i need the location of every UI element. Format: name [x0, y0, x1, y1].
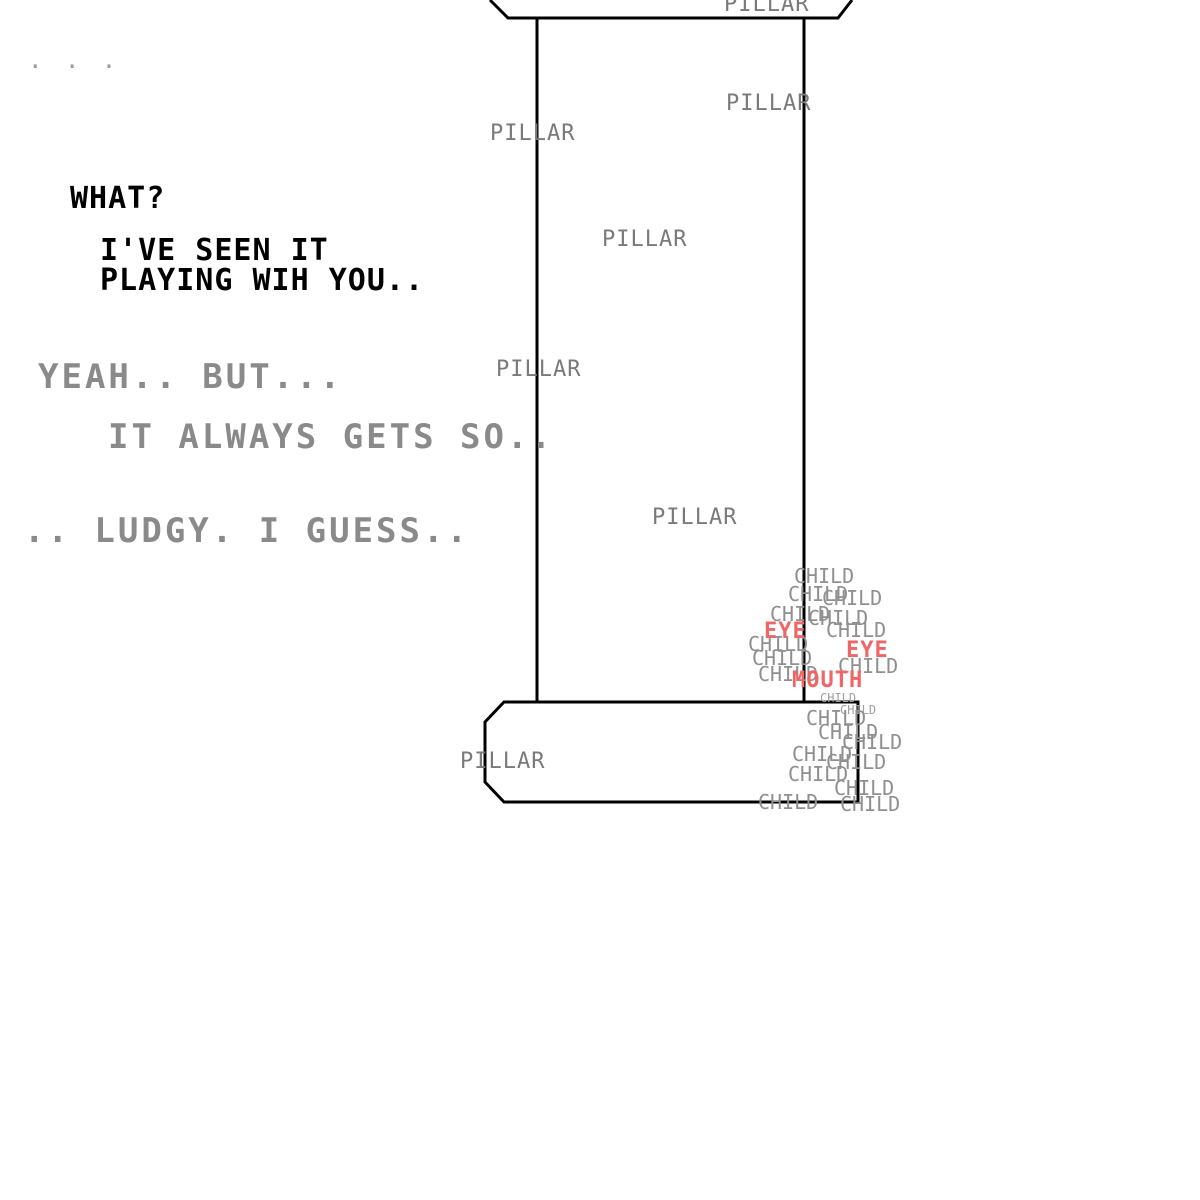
pillar-label: PILLAR [460, 749, 546, 774]
ludgy-text: .. LUDGY. I GUESS.. [24, 511, 470, 551]
child-label: CHILD [758, 662, 819, 686]
child-label: CHILD [842, 730, 903, 754]
child-label: CHILD [840, 703, 877, 717]
child-eye-left: EYE [764, 619, 807, 644]
child-label: CHILD [838, 654, 899, 678]
yeah-text: YEAH.. BUT... [38, 357, 344, 397]
ellipsis-text: . . . [28, 46, 121, 74]
child-label: CHILD [788, 582, 849, 606]
child-label: CHILD [770, 602, 831, 626]
child-label: CHILD [806, 706, 867, 730]
child-label: CHILD [792, 742, 853, 766]
pillar-label: PILLAR [496, 357, 582, 382]
seen-text-line1: I'VE SEEN IT [100, 233, 329, 268]
pillar-base [483, 700, 860, 804]
child-label: CHILD [834, 776, 895, 800]
always-text: IT ALWAYS GETS SO.. [108, 417, 554, 457]
child-label: CHILD [758, 790, 819, 814]
child-label: CHILD [826, 618, 887, 642]
child-mouth: MOUTH [792, 668, 864, 693]
child-label: CHILD [788, 762, 849, 786]
child-label: CHILD [820, 691, 857, 705]
child-label: CHILD [840, 792, 901, 816]
what-text: WHAT? [70, 181, 166, 216]
child-label: CHILD [752, 646, 813, 670]
child-label: CHILD [826, 750, 887, 774]
child-label: CHILD [822, 586, 883, 610]
child-label: CHILD [818, 720, 879, 744]
child-label: CHILD [808, 606, 869, 630]
pillar-label: PILLAR [490, 121, 576, 146]
pillar-label: PILLAR [726, 91, 812, 116]
pillar-capital [488, 0, 854, 20]
child-label: CHILD [748, 632, 809, 656]
pillar-label: PILLAR [602, 227, 688, 252]
child-label: CHILD [794, 564, 855, 588]
seen-text-line2: PLAYING WIH YOU.. [100, 263, 425, 298]
pillar-label: PILLAR [724, 0, 810, 17]
child-eye-right: EYE [846, 638, 889, 663]
pillar-label: PILLAR [652, 505, 738, 530]
